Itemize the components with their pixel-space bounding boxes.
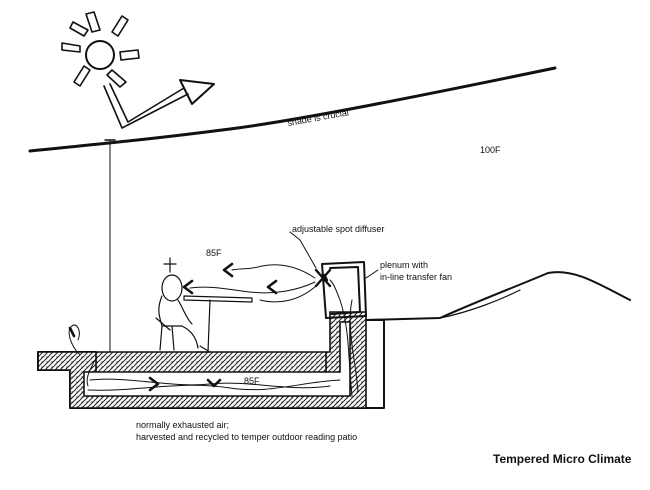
diffuser-label: adjustable spot diffuser — [292, 224, 384, 234]
seated-person-figure — [155, 257, 211, 353]
airflow-plenum — [329, 279, 359, 397]
reading-table — [183, 295, 253, 353]
exhaust-note-line2: harvested and recycled to temper outdoor… — [136, 432, 357, 442]
plenum-box — [321, 261, 367, 319]
airflow-room — [189, 264, 317, 303]
shade-canopy — [28, 66, 557, 153]
sun-ray-arrow-icon — [103, 79, 215, 129]
exhaust-note-line1: normally exhausted air; — [136, 420, 229, 430]
floor-slab — [37, 311, 367, 409]
duct-arrow-icon — [68, 326, 222, 392]
plenum-label-line1: plenum with — [380, 260, 428, 270]
spot-diffuser-icon — [314, 268, 332, 288]
ground-hill — [364, 271, 631, 321]
plenum-label-line2: in-line transfer fan — [380, 272, 452, 282]
airflow-duct — [68, 324, 341, 391]
diagram-caption: Tempered Micro Climate — [493, 452, 632, 466]
outside-temperature: 100F — [480, 145, 501, 155]
sun-icon — [61, 11, 140, 88]
airflow-arrow-icon — [182, 262, 278, 295]
duct-temperature: 85F — [244, 376, 260, 386]
room-temperature: 85F — [206, 248, 222, 258]
shade-label: shade is crucial — [287, 107, 350, 128]
